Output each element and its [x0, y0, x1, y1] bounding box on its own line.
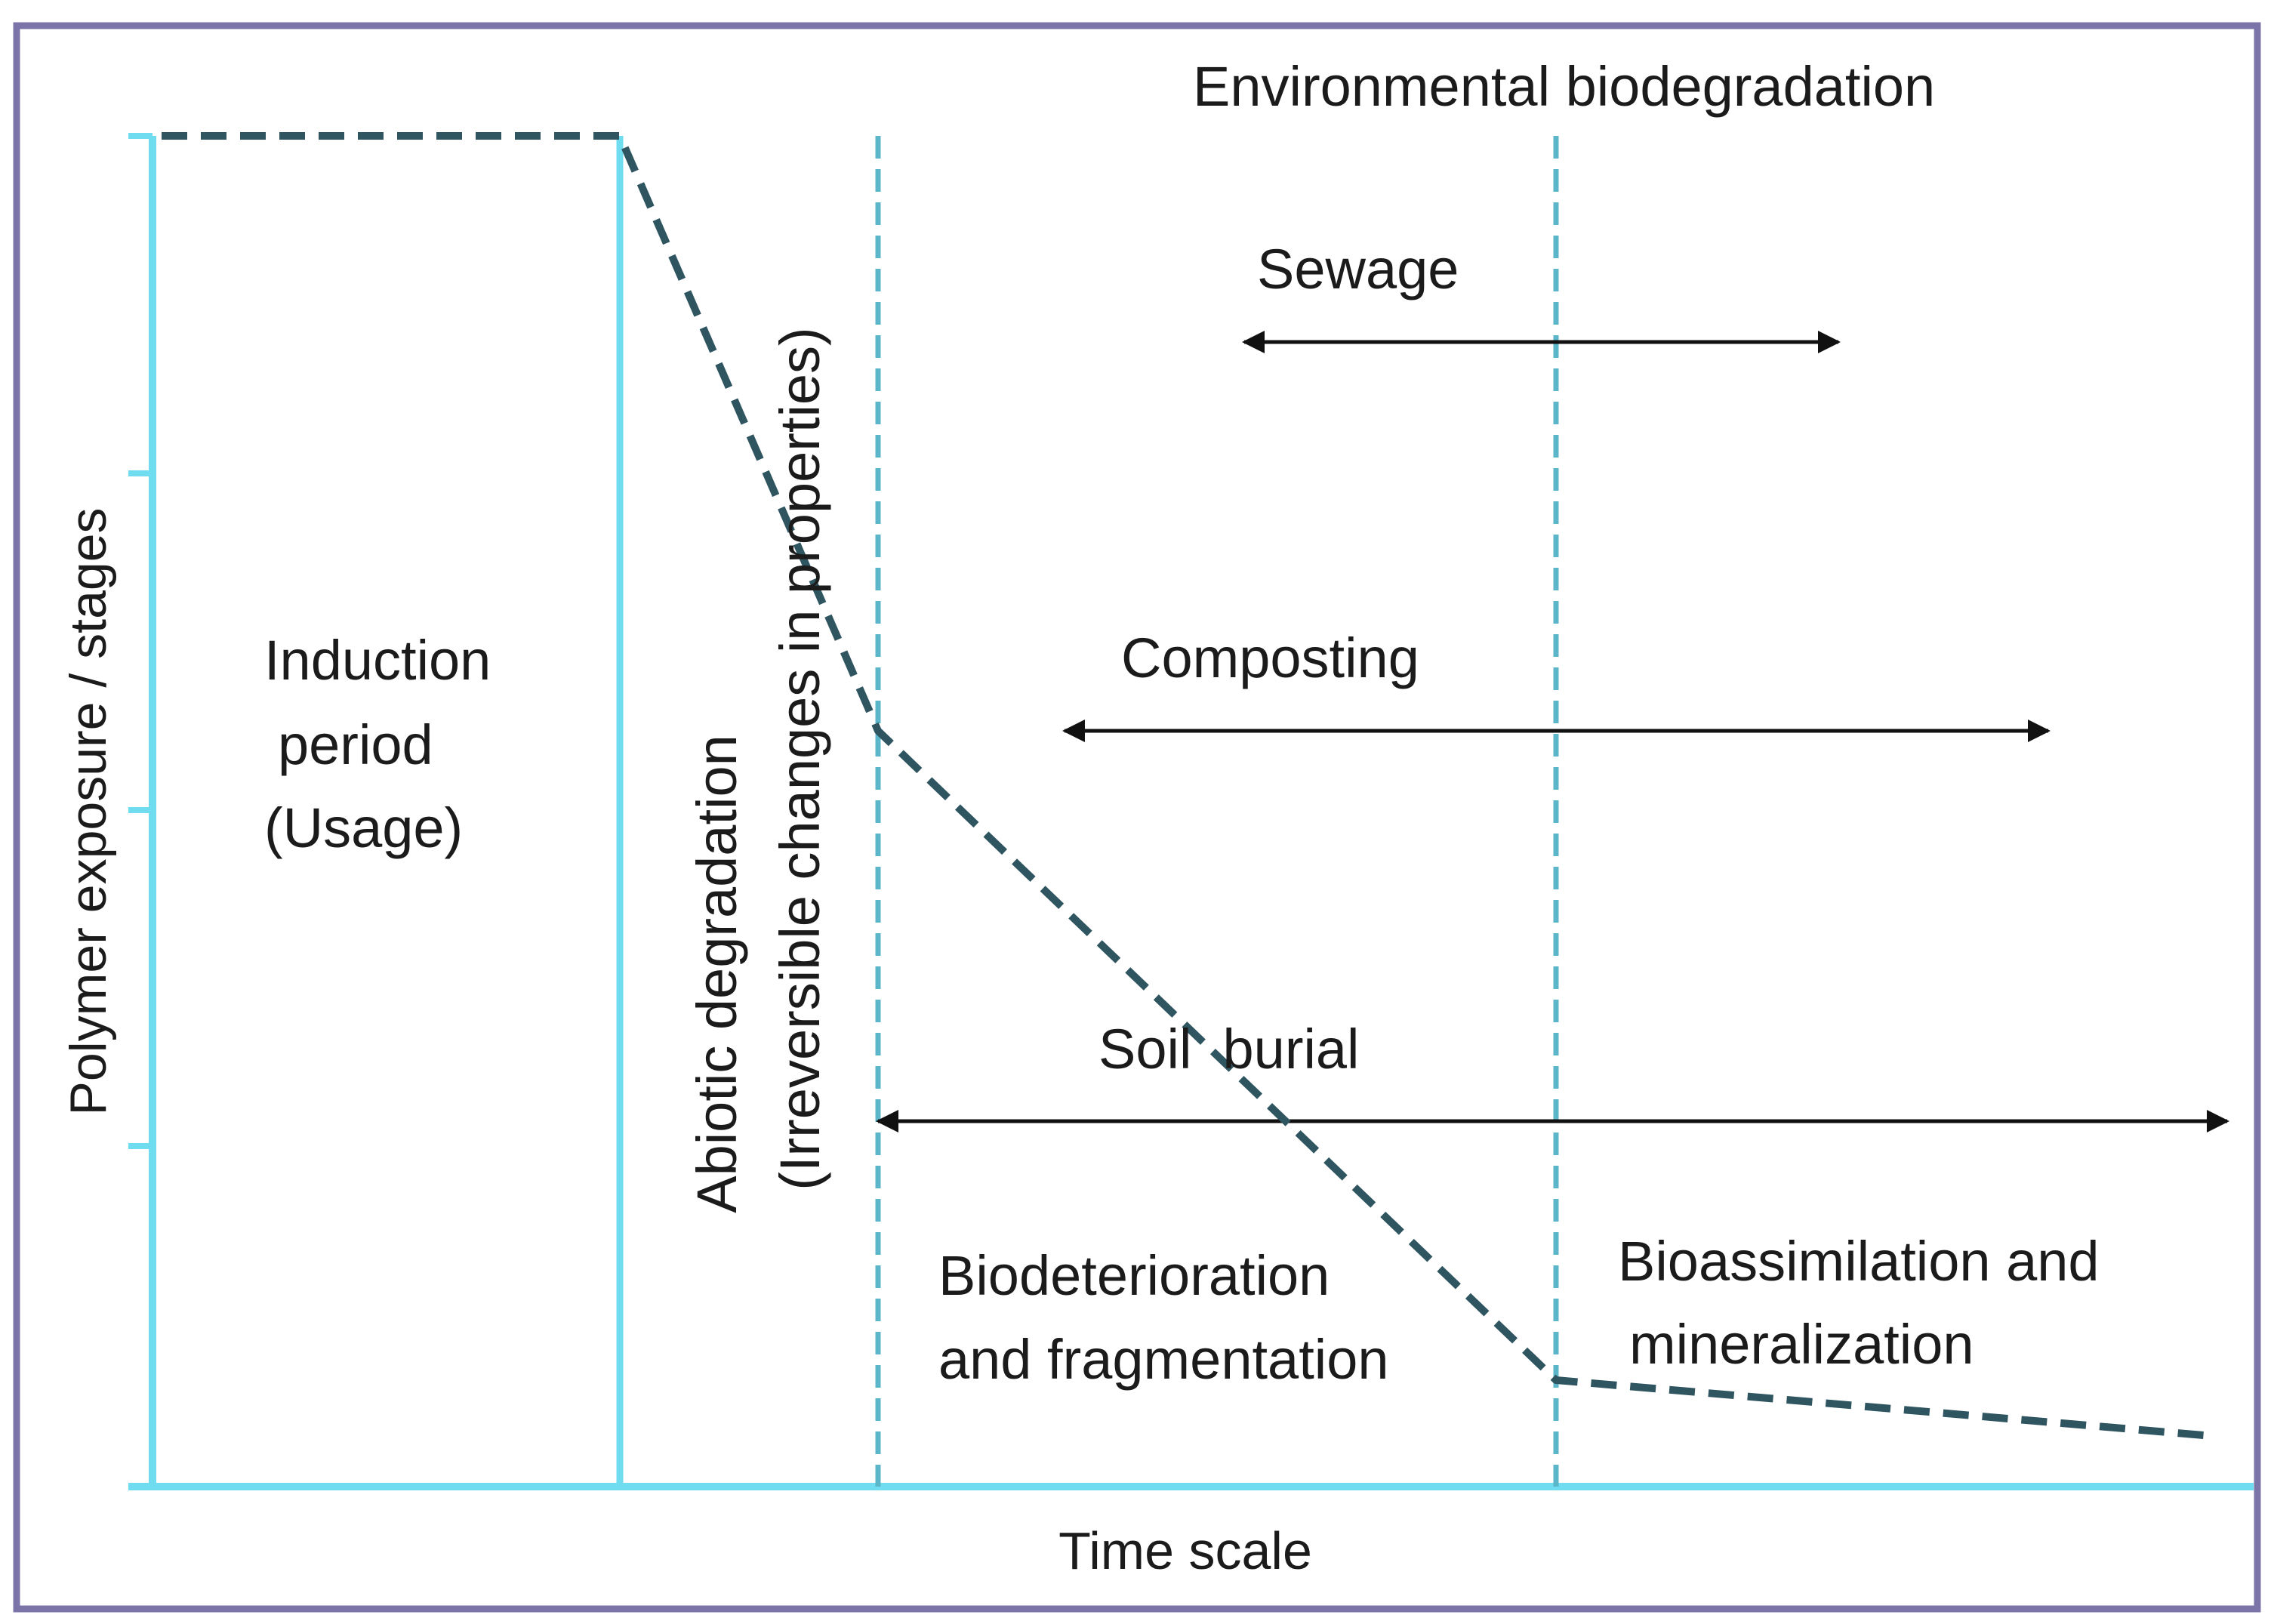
degradation-curve	[162, 132, 2213, 1440]
sewage-label: Sewage	[1257, 238, 1459, 300]
soil-burial-label: Soil burial	[1098, 1018, 1360, 1080]
axes	[128, 133, 2254, 1490]
bioassimilation-label-line-1: Bioassimilation and	[1618, 1230, 2100, 1293]
y-axis-label: Polymer exposure / stages	[60, 507, 117, 1115]
frame-border	[13, 22, 2261, 1613]
induction-label-line-2: period	[278, 713, 433, 776]
biodeterioration-label-line-1: Biodeterioration	[938, 1244, 1330, 1307]
induction-label-line-3: (Usage)	[264, 797, 463, 859]
bioassimilation-label-line-2: mineralization	[1629, 1313, 1974, 1376]
diagram-title: Environmental biodegradation	[1193, 55, 1935, 118]
composting-label: Composting	[1121, 627, 1419, 689]
x-axis-label: Time scale	[1058, 1521, 1312, 1580]
abiotic-label-line-1: Abiotic degradation	[686, 735, 748, 1213]
abiotic-label-line-2: (Irreversible changes in properties)	[769, 327, 831, 1190]
induction-label-line-1: Induction	[264, 629, 491, 692]
biodeterioration-label-line-2: and fragmentation	[938, 1328, 1389, 1391]
